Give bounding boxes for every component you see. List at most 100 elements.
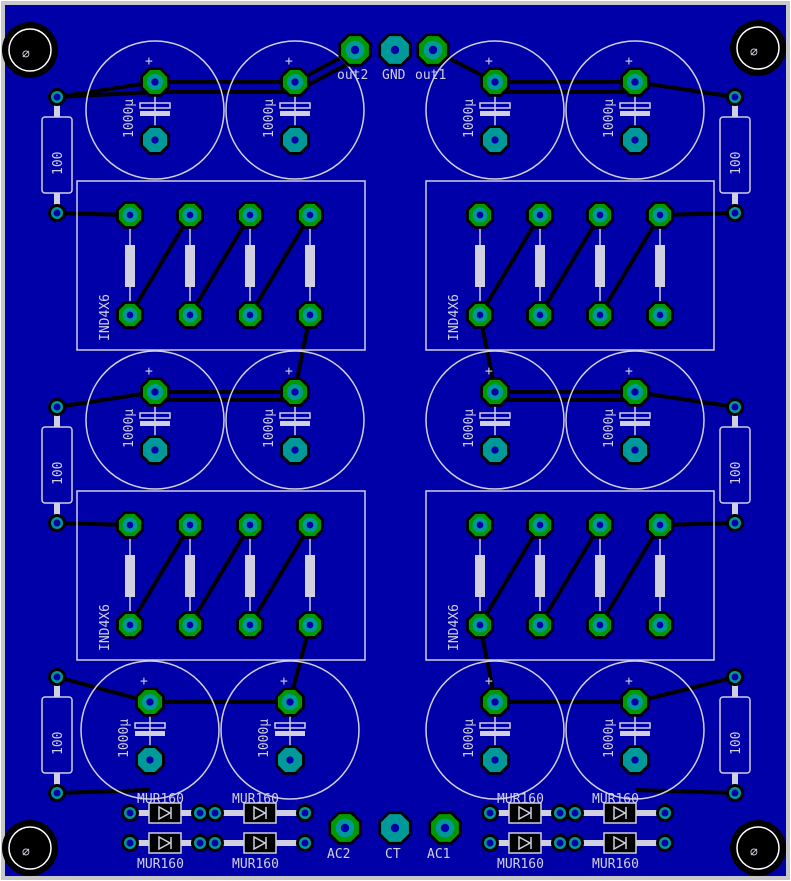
diode-pad-drill — [196, 839, 204, 847]
mounting-hole — [2, 22, 58, 78]
inductor-pad-top-drill — [536, 211, 544, 219]
capacitor-value-label: 1000µ — [462, 719, 477, 758]
diode-pad-drill — [556, 809, 564, 817]
diode-pad-drill — [126, 809, 134, 817]
diode-pad-drill — [486, 839, 494, 847]
diode-symbol-icon — [158, 805, 172, 821]
diode-label: MUR160 — [497, 792, 544, 807]
capacitor-plus-label: + — [625, 674, 633, 689]
resistor-body — [41, 426, 73, 504]
diode-body — [603, 802, 637, 824]
inductor-body — [305, 245, 315, 287]
resistor-pad-drill — [731, 93, 739, 101]
capacitor-pad-positive-drill — [286, 698, 294, 706]
capacitor-value-label: 1000µ — [602, 409, 617, 448]
mounting-hole — [2, 820, 58, 876]
connector-pad-gnd-drill — [390, 45, 400, 55]
mounting-hole — [730, 20, 786, 76]
capacitor-plus-label: + — [285, 364, 293, 379]
capacitor-value-label: 1000µ — [602, 719, 617, 758]
inductor-trace — [538, 523, 602, 627]
capacitor-plus-label: + — [485, 364, 493, 379]
capacitor-pad-positive-drill — [491, 698, 499, 706]
mounting-hole-ring — [8, 826, 52, 870]
trace — [634, 80, 736, 99]
resistor-pad-drill — [731, 209, 739, 217]
diode-symbol-icon — [253, 835, 267, 851]
capacitor-value-label: 1000µ — [122, 99, 137, 138]
capacitor-value-label: 1000µ — [262, 409, 277, 448]
inductor-trace — [478, 213, 542, 317]
resistor-body — [41, 696, 73, 774]
connector-label-out1: out1 — [415, 68, 446, 83]
capacitor-pad-positive-drill — [151, 78, 159, 86]
inductor-pad-bottom-drill — [536, 311, 544, 319]
hole-symbol: ∅ — [750, 45, 758, 60]
diode-body — [508, 832, 542, 854]
capacitor-pad-negative-drill — [151, 136, 159, 144]
resistor-value-label: 100 — [729, 732, 744, 755]
capacitor-pad-negative-drill — [631, 136, 639, 144]
inductor-pad-bottom-drill — [126, 311, 134, 319]
inductor-pad-bottom-drill — [306, 621, 314, 629]
inductor-body — [535, 555, 545, 597]
hole-symbol: ∅ — [750, 845, 758, 860]
resistor-value-label: 100 — [729, 152, 744, 175]
capacitor-pad-positive-drill — [491, 78, 499, 86]
silkscreen — [41, 40, 751, 854]
diode-pad-drill — [661, 839, 669, 847]
capacitor-pad-negative-drill — [286, 756, 294, 764]
capacitor-pad-positive-drill — [151, 388, 159, 396]
capacitor-pad-negative-drill — [631, 446, 639, 454]
resistor-body — [41, 116, 73, 194]
capacitor-pad-negative-drill — [491, 756, 499, 764]
diode-symbol-icon — [518, 805, 532, 821]
capacitor-pad-positive-drill — [631, 78, 639, 86]
inductor-pad-top-drill — [306, 521, 314, 529]
connector-label-ct: CT — [385, 847, 401, 862]
diode-body — [148, 802, 182, 824]
diode-pad-drill — [211, 809, 219, 817]
inductor-pad-bottom-drill — [476, 621, 484, 629]
inductor-pad-bottom-drill — [596, 311, 604, 319]
capacitor-outline — [565, 40, 705, 180]
trace — [634, 675, 736, 704]
capacitor-pad-negative-drill — [491, 446, 499, 454]
diode-pad-drill — [301, 839, 309, 847]
diode-symbol-icon — [613, 805, 627, 821]
inductor-pad-top-drill — [306, 211, 314, 219]
inductor-body — [535, 245, 545, 287]
inductor-pad-top-drill — [656, 521, 664, 529]
capacitor-outline — [225, 40, 365, 180]
inductor-body — [475, 555, 485, 597]
inductor-pad-top-drill — [476, 521, 484, 529]
inductor-body — [595, 245, 605, 287]
mounting-hole-ring — [736, 826, 780, 870]
capacitor-value-label: 1000µ — [462, 99, 477, 138]
inductor-body — [245, 555, 255, 597]
trace — [634, 788, 736, 795]
hole-symbol: ∅ — [22, 845, 30, 860]
capacitor-pad-positive-drill — [291, 388, 299, 396]
inductor-trace — [478, 523, 542, 627]
inductor-pad-bottom-drill — [656, 311, 664, 319]
connector-label-out2: out2 — [337, 68, 368, 83]
resistor-pad-drill — [53, 209, 61, 217]
inductor-trace — [128, 523, 192, 627]
diode-label: MUR160 — [137, 792, 184, 807]
diode-label: MUR160 — [497, 857, 544, 872]
capacitor-pad-positive-drill — [631, 698, 639, 706]
inductor-pad-top-drill — [186, 521, 194, 529]
inductor-body — [595, 555, 605, 597]
capacitor-plus-label: + — [145, 364, 153, 379]
inductor-label: IND4X6 — [447, 294, 462, 341]
resistor-pad-drill — [731, 673, 739, 681]
connector-label-ac2: AC2 — [327, 847, 350, 862]
resistor-pad-drill — [731, 789, 739, 797]
inductor-pad-bottom-drill — [186, 621, 194, 629]
inductor-body — [655, 245, 665, 287]
resistor-pad-drill — [53, 519, 61, 527]
connector-pad-out2-drill — [350, 45, 360, 55]
diode-label: MUR160 — [592, 792, 639, 807]
